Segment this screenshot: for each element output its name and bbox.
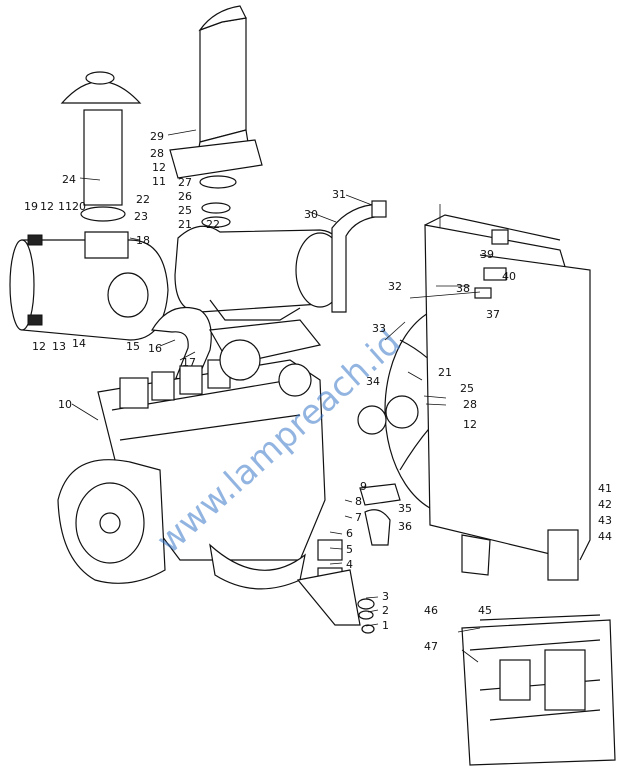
callout-11-air: 11 [58,200,72,213]
callout-20: 20 [72,200,86,213]
callout-21-exhaust: 21 [178,218,192,231]
callout-12-air-top: 12 [40,200,54,213]
callout-24: 24 [62,173,76,186]
callout-28-fan: 28 [463,398,477,411]
callout-19: 19 [24,200,38,213]
callout-39: 39 [480,248,494,261]
callout-26: 26 [178,190,192,203]
callout-1: 1 [382,619,389,632]
exhaust-stack [169,5,263,228]
callout-25-fan: 25 [460,382,474,395]
callout-9: 9 [360,480,367,493]
callout-10: 10 [58,398,72,411]
callout-12-exhaust: 12 [152,161,166,174]
callout-33: 33 [372,322,386,335]
callout-27: 27 [178,176,192,189]
callout-40: 40 [502,270,516,283]
callout-15: 15 [126,340,140,353]
callout-labels: 1 2 3 4 5 6 7 8 9 10 11 11 12 12 12 12 1… [24,130,612,653]
callout-22-air: 22 [136,193,150,206]
callout-25-exhaust: 25 [178,204,192,217]
callout-18: 18 [136,234,150,247]
callout-31: 31 [332,188,346,201]
engine-mount [296,539,375,634]
callout-36: 36 [398,520,412,533]
callout-4: 4 [346,558,353,571]
callout-41: 41 [598,482,612,495]
callout-30: 30 [304,208,318,221]
pre-cleaner [60,71,142,222]
callout-8: 8 [355,495,362,508]
callout-11-exhaust: 11 [152,175,166,188]
callout-3: 3 [382,590,389,603]
leader-lines [71,129,481,663]
callout-28-exhaust: 28 [150,147,164,160]
callout-12-air-bottom: 12 [32,340,46,353]
callout-47: 47 [424,640,438,653]
callout-17: 17 [182,356,196,369]
callout-37: 37 [486,308,500,321]
callout-5: 5 [346,543,353,556]
callout-43: 43 [598,514,612,527]
flywheel-housing [57,459,166,584]
callout-14: 14 [72,337,86,350]
callout-16: 16 [148,342,162,355]
callout-7: 7 [355,511,362,524]
callout-22-exhaust: 22 [206,218,220,231]
callout-34: 34 [366,375,380,388]
callout-2: 2 [382,604,389,617]
callout-35: 35 [398,502,412,515]
callout-29: 29 [150,130,164,143]
callout-42: 42 [598,498,612,511]
callout-38: 38 [456,282,470,295]
radiator [424,214,591,581]
callout-32: 32 [388,280,402,293]
callout-46: 46 [424,604,438,617]
muffler [174,225,346,321]
callout-21-fan: 21 [438,366,452,379]
upper-radiator-hose [331,200,387,313]
lower-radiator-hose [359,483,401,546]
callout-6: 6 [346,527,353,540]
air-cleaner [9,231,169,341]
callout-23: 23 [134,210,148,223]
callout-12-fan: 12 [463,418,477,431]
callout-44: 44 [598,530,612,543]
callout-45: 45 [478,604,492,617]
inset-view [461,614,616,766]
callout-13: 13 [52,340,66,353]
